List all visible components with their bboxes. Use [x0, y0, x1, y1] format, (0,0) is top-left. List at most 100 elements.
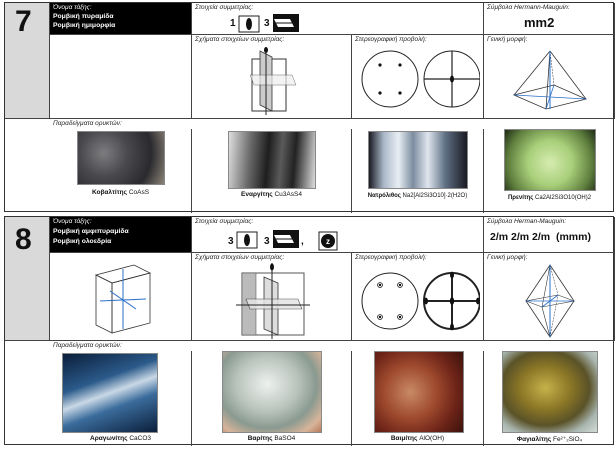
mineral-formula: Cu3AsS4	[274, 191, 302, 198]
class-name-cell: Όνομα τάξης: Ρομβική αμφιπυραμίδα Ρομβικ…	[50, 217, 192, 253]
crystal-class-card-7: 7 Όνομα τάξης: Ρομβική πυραμίδα Ρομβική …	[4, 2, 615, 213]
hm-label: Σύμβολα Hermann-Mauguin:	[487, 4, 570, 11]
mineral-photo	[77, 131, 165, 185]
mineral-example: Βαιμίτης AlO(OH)	[352, 351, 484, 446]
mineral-photo	[222, 351, 322, 433]
form-label: Γενική μορφή:	[487, 254, 528, 261]
mineral-photo	[62, 353, 158, 433]
mineral-formula: Fe²⁺₂SiO₄	[553, 436, 583, 443]
examples-label: Παραδείγματα ορυκτών:	[53, 342, 122, 349]
mineral-photo	[374, 351, 464, 433]
mineral-example: Αραγωνίτης CaCO3	[50, 351, 192, 446]
symmetry-elements-label: Στοιχεία συμμετρίας:	[195, 4, 254, 11]
mineral-name: Βαιμίτης	[390, 435, 418, 442]
class-name-cell: Όνομα τάξης: Ρομβική πυραμίδα Ρομβική ημ…	[50, 3, 192, 35]
twofold-axis-icon	[236, 231, 258, 249]
examples-label: Παραδείγματα ορυκτών:	[53, 120, 122, 127]
orthorhombic-bipyramid-diagram	[524, 264, 576, 338]
symmetry-count: 1	[230, 18, 236, 29]
mineral-example: Πρενίτης Ca2Al2Si3O10(OH)2	[484, 129, 615, 213]
general-form-cell: Γενική μορφή:	[484, 35, 615, 119]
class-number: 8	[15, 223, 32, 256]
mineral-formula: Ca2Al2Si3O10(OH)2	[535, 195, 592, 201]
mineral-photo	[368, 131, 468, 189]
class-name-primary: Ρομβική αμφιπυραμίδα	[53, 228, 129, 235]
symmetry-schema-diagram	[249, 47, 297, 115]
stereo-label: Στερεογραφική προβολή:	[355, 254, 427, 261]
inversion-center-icon: z	[318, 231, 338, 251]
class-name-secondary: Ρομβική ολοεδρία	[53, 238, 112, 245]
mineral-caption: Βαιμίτης AlO(OH)	[352, 435, 483, 442]
mineral-formula: CoAsS	[128, 189, 150, 196]
mineral-name: Εναργίτης	[241, 191, 273, 198]
mineral-caption: Εναργίτης Cu3AsS4	[192, 191, 351, 198]
symmetry-count: 3	[264, 236, 270, 247]
general-form-cell: Γενική μορφή:	[484, 253, 615, 341]
mineral-caption: Νατρόλιθος Na2[Al2Si3O10]·2(H2O)	[352, 193, 483, 199]
stereo-projection-cell: Στερεογραφική προβολή:	[352, 35, 484, 119]
mineral-photo	[502, 351, 598, 433]
symmetry-elements-label: Στοιχεία συμμετρίας:	[195, 218, 254, 225]
mineral-formula: CaCO3	[129, 435, 151, 442]
separator: ,	[301, 236, 304, 247]
class-name-primary: Ρομβική πυραμίδα	[53, 13, 114, 20]
mineral-caption: Κοβαλτίτης CoAsS	[50, 189, 191, 196]
mineral-name: Πρενίτης	[507, 195, 534, 201]
mineral-caption: Πρενίτης Ca2Al2Si3O10(OH)2	[484, 195, 615, 201]
mirror-plane-icon	[273, 230, 299, 248]
mirror-plane-icon	[273, 14, 299, 32]
mineral-example: Εναργίτης Cu3AsS4	[192, 129, 352, 213]
class-number: 7	[15, 5, 32, 38]
mineral-name: Κοβαλτίτης	[91, 189, 127, 196]
hm-symbol: mm2	[524, 15, 555, 30]
crystal-axes-cell	[50, 253, 192, 341]
symmetry-schema-label: Σχήματα στοιχείων συμμετρίας:	[195, 254, 285, 261]
hm-symbol-cell: Σύμβολα Herman-Mauguin: 2/m 2/m 2/m (mmm…	[484, 217, 615, 253]
mineral-photo	[504, 129, 596, 191]
class-number-cell: 8	[5, 217, 50, 341]
symmetry-count: 3	[264, 18, 270, 29]
symmetry-count: 3	[228, 236, 234, 247]
class-number-cell: 7	[5, 3, 50, 119]
mineral-formula: Na2[Al2Si3O10]·2(H2O)	[402, 193, 468, 199]
mineral-name: Νατρόλιθος	[367, 193, 401, 199]
symmetry-schema-cell: Σχήματα στοιχείων συμμετρίας:	[192, 35, 352, 119]
hm-label: Σύμβολα Herman-Mauguin:	[487, 218, 567, 225]
mineral-name: Βαρίτης	[247, 435, 273, 442]
stereo-projection-cell: Στερεογραφική προβολή:	[352, 253, 484, 341]
orthorhombic-prism-diagram	[94, 264, 152, 334]
symmetry-elements-cell: Στοιχεία συμμετρίας: 3 3 , z	[192, 217, 484, 253]
svg-text:z: z	[326, 237, 330, 246]
stereo-projection-diagram	[361, 50, 480, 108]
blank-cell	[50, 35, 192, 119]
orthorhombic-pyramid-diagram	[512, 50, 588, 110]
mineral-example: Βαρίτης BaSO4	[192, 351, 352, 446]
twofold-axis-icon	[238, 15, 260, 33]
mineral-caption: Φαγιαλίτης Fe²⁺₂SiO₄	[484, 435, 615, 443]
symmetry-elements-cell: Στοιχεία συμμετρίας: 1 3	[192, 3, 484, 35]
class-name-label: Όνομα τάξης:	[53, 4, 92, 11]
mineral-examples-row: Παραδείγματα ορυκτών:	[5, 341, 615, 446]
mineral-name: Φαγιαλίτης	[516, 436, 552, 443]
stereo-label: Στερεογραφική προβολή:	[355, 36, 427, 43]
class-name-label: Όνομα τάξης:	[53, 218, 92, 225]
stereo-projection-diagram	[361, 271, 480, 331]
mineral-formula: AlO(OH)	[419, 435, 445, 442]
symmetry-schema-label: Σχήματα στοιχείων συμμετρίας:	[195, 36, 285, 43]
mineral-examples-row: Παραδείγματα ορυκτών:	[5, 119, 615, 213]
symmetry-schema-diagram	[236, 263, 310, 339]
class-name-secondary: Ρομβική ημιμορφία	[53, 22, 116, 29]
mineral-example: Νατρόλιθος Na2[Al2Si3O10]·2(H2O)	[352, 129, 484, 213]
mineral-example: Φαγιαλίτης Fe²⁺₂SiO₄	[484, 351, 615, 446]
crystal-class-card-8: 8 Όνομα τάξης: Ρομβική αμφιπυραμίδα Ρομβ…	[4, 216, 615, 446]
symmetry-schema-cell: Σχήματα στοιχείων συμμετρίας:	[192, 253, 352, 341]
mineral-formula: BaSO4	[274, 435, 296, 442]
form-label: Γενική μορφή:	[487, 36, 528, 43]
hm-symbol-cell: Σύμβολα Hermann-Mauguin: mm2	[484, 3, 615, 35]
mineral-caption: Βαρίτης BaSO4	[192, 435, 351, 442]
mineral-name: Αραγωνίτης	[90, 435, 128, 442]
mineral-photo	[228, 131, 316, 189]
mineral-example: Κοβαλτίτης CoAsS	[50, 129, 192, 213]
mineral-caption: Αραγωνίτης CaCO3	[50, 435, 191, 442]
hm-symbol: 2/m 2/m 2/m (mmm)	[490, 231, 591, 243]
